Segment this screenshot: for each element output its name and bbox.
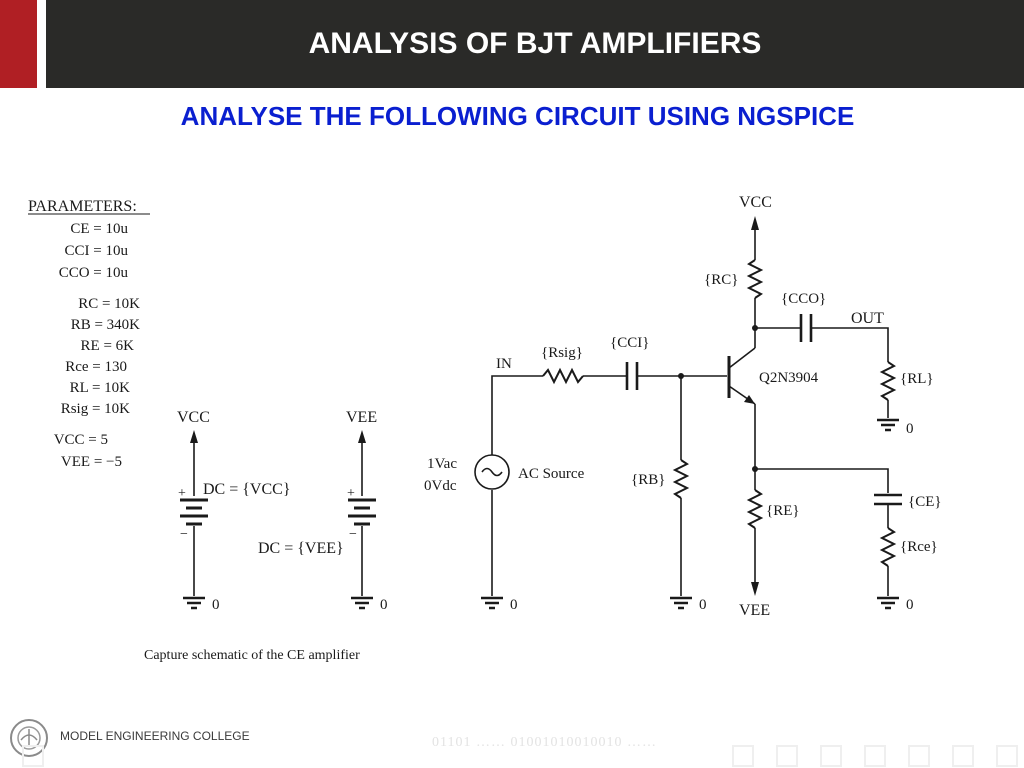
vcc-label: VCC (739, 194, 772, 211)
param-cco: CCO = 10u (59, 265, 129, 281)
schematic-caption: Capture schematic of the CE amplifier (144, 648, 360, 663)
header-bar: ANALYSIS OF BJT AMPLIFIERS (0, 0, 1024, 88)
college-name: MODEL ENGINEERING COLLEGE (60, 729, 250, 743)
re-label: {RE} (766, 503, 800, 519)
binary-decoration: 01101 …… 01001010010010 …… (432, 735, 657, 750)
ac-source (474, 375, 543, 610)
vee-plus-sign: + (347, 486, 355, 501)
vee-arrow-icon (751, 582, 759, 596)
slide-subtitle: ANALYSE THE FOLLOWING CIRCUIT USING NGSP… (180, 101, 855, 131)
rce-label: {Rce} (900, 539, 938, 555)
page-title: ANALYSIS OF BJT AMPLIFIERS (308, 27, 762, 60)
out-label: OUT (851, 310, 884, 327)
rl-resistor (879, 361, 897, 401)
source-ac-label: 1Vac (427, 456, 457, 472)
param-vcc: VCC = 5 (54, 432, 108, 448)
rc-label: {RC} (704, 272, 738, 288)
re-resistor (746, 489, 764, 529)
rsig-label: {Rsig} (541, 345, 583, 361)
decorative-square (864, 745, 886, 767)
ground-icon (479, 596, 505, 610)
vcc-minus-sign: − (180, 527, 188, 542)
decorative-square (996, 745, 1018, 767)
decorative-square (732, 745, 754, 767)
source-dc-label: 0Vdc (424, 478, 457, 494)
decorative-square (776, 745, 798, 767)
ground-label: 0 (212, 597, 220, 613)
ground-label: 0 (380, 597, 388, 613)
vcc-arrow-icon (751, 216, 759, 230)
ground-icon (668, 596, 694, 610)
ground-icon (875, 418, 901, 432)
header-red-accent (0, 0, 37, 88)
vcc-dc-label: DC = {VCC} (203, 481, 291, 498)
param-rsig: Rsig = 10K (61, 401, 130, 417)
ground-icon (875, 596, 901, 610)
param-rb: RB = 340K (71, 317, 140, 333)
ground-label: 0 (699, 597, 707, 613)
decorative-square (22, 745, 44, 767)
param-vee: VEE = −5 (61, 454, 122, 470)
ground-label: 0 (906, 597, 914, 613)
decorative-square (820, 745, 842, 767)
vee-minus-sign: − (349, 527, 357, 542)
vee-supply-label: VEE (346, 409, 377, 426)
ground-icon (349, 596, 375, 610)
source-name-label: AC Source (518, 466, 585, 482)
param-re: RE = 6K (81, 338, 135, 354)
parameters-block: PARAMETERS: CE = 10u CCI = 10u CCO = 10u… (28, 198, 150, 470)
rce-resistor (879, 527, 897, 567)
vee-label: VEE (739, 602, 770, 619)
in-label: IN (496, 356, 512, 372)
vcc-supply-label: VCC (177, 409, 210, 426)
ground-label: 0 (510, 597, 518, 613)
cci-label: {CCI} (610, 335, 649, 351)
ce-label: {CE} (908, 494, 942, 510)
cco-capacitor (799, 314, 813, 342)
cci-capacitor (625, 362, 639, 390)
sine-icon (481, 467, 503, 477)
rb-label: {RB} (631, 472, 665, 488)
rb-resistor (672, 459, 690, 499)
ground-label: 0 (906, 421, 914, 437)
vee-supply (348, 430, 376, 610)
param-ce: CE = 10u (70, 221, 128, 237)
transistor-q2n3904 (727, 347, 756, 405)
transistor-label: Q2N3904 (759, 370, 819, 386)
param-rl: RL = 10K (70, 380, 131, 396)
decorative-square (952, 745, 974, 767)
header-accent-gap (37, 0, 46, 88)
college-logo-icon (10, 719, 48, 757)
param-cci: CCI = 10u (65, 243, 129, 259)
parameters-heading: PARAMETERS: (28, 198, 137, 215)
rsig-resistor (542, 367, 584, 385)
rl-label: {RL} (900, 371, 934, 387)
rc-resistor (746, 259, 764, 299)
param-rce: Rce = 130 (65, 359, 127, 375)
param-rc: RC = 10K (78, 296, 140, 312)
emitter-arrow-icon (744, 395, 755, 404)
ground-icon (181, 596, 207, 610)
vcc-supply-arrow-icon (190, 430, 198, 443)
vee-dc-label: DC = {VEE} (258, 540, 344, 557)
vcc-supply (180, 430, 208, 610)
decorative-square (908, 745, 930, 767)
ce-capacitor (874, 493, 902, 506)
vee-supply-arrow-icon (358, 430, 366, 443)
vcc-plus-sign: + (178, 486, 186, 501)
cco-label: {CCO} (781, 291, 826, 307)
